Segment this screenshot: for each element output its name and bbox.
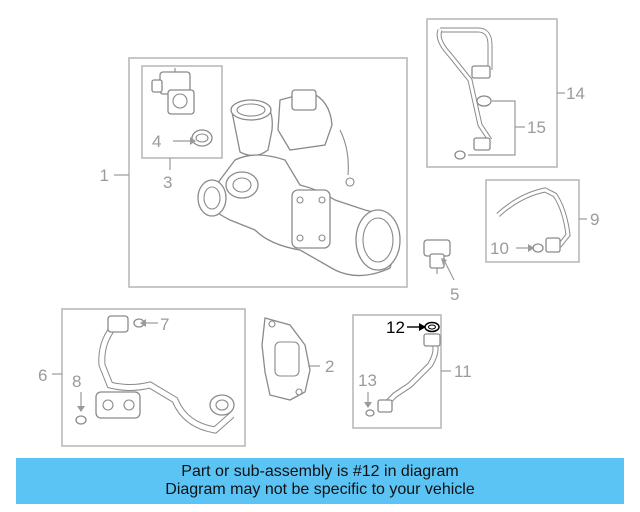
callout-13: 13 (358, 371, 377, 390)
sensor-group: 5 (423, 239, 459, 304)
callout-1: 1 (100, 166, 109, 185)
gasket-group: 2 (261, 317, 334, 401)
callout-15: 15 (527, 118, 546, 137)
callout-6: 6 (38, 366, 47, 385)
info-banner: Part or sub-assembly is #12 in diagram D… (16, 458, 624, 504)
callout-3: 3 (163, 173, 172, 192)
callout-11: 11 (454, 362, 472, 381)
callout-4: 4 (152, 132, 161, 151)
washer-15-bottom (454, 150, 466, 160)
parts-diagram: 1 4 3 (38, 18, 599, 447)
o-ring-12 (424, 321, 440, 333)
callout-2: 2 (325, 357, 334, 376)
turbocharger-box (128, 57, 408, 288)
coolant-line-group: 15 14 (426, 18, 585, 168)
washer-10 (532, 243, 544, 253)
return-pipe-box (61, 308, 246, 447)
oil-line-box (485, 179, 580, 263)
callout-7: 7 (160, 315, 169, 334)
feed-line-group: 13 11 12 (352, 314, 472, 429)
gasket-part (261, 317, 311, 401)
banner-line-1: Part or sub-assembly is #12 in diagram (181, 463, 459, 480)
callout-14: 14 (566, 84, 585, 103)
oil-line-group: 10 9 (485, 179, 599, 263)
return-pipe-group: 6 7 8 (38, 308, 246, 447)
washer-15-top (476, 95, 492, 107)
washer-8 (75, 415, 87, 425)
callout-9: 9 (590, 210, 599, 229)
callout-8: 8 (72, 372, 81, 391)
callout-12: 12 (386, 318, 405, 337)
sensor-part (423, 239, 451, 274)
banner-line-2: Diagram may not be specific to your vehi… (165, 481, 475, 498)
callout-5: 5 (450, 285, 459, 304)
turbocharger-group: 1 4 3 (100, 57, 408, 288)
highlighted-part-12: 12 (386, 318, 440, 337)
washer-13 (365, 409, 375, 417)
actuator-part (151, 68, 195, 115)
turbocharger-part (197, 89, 401, 277)
actuator-subbox (141, 65, 223, 159)
gasket-4 (191, 129, 213, 147)
callout-10: 10 (490, 239, 509, 258)
